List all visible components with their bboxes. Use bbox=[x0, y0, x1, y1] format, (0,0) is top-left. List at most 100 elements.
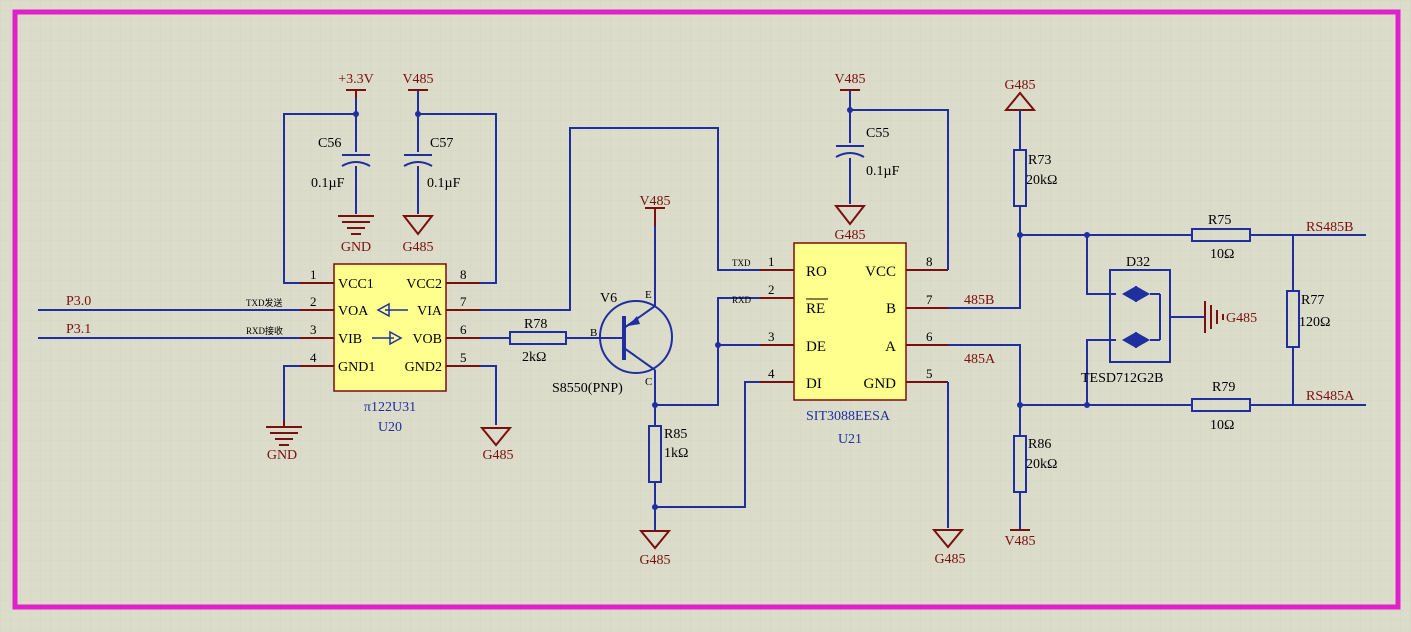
g485-u21-label: G485 bbox=[934, 552, 965, 567]
u21-pin3-num: 3 bbox=[768, 329, 775, 344]
sheet-border bbox=[12, 9, 1401, 610]
net-485a: 485A bbox=[964, 352, 996, 367]
u20-isolator[interactable]: 1 2 3 4 8 7 6 5 VCC1 VOA VIB GND1 VCC2 V… bbox=[300, 263, 480, 435]
port-p31: P3.1 bbox=[66, 322, 91, 337]
v6-value: S8550(PNP) bbox=[552, 381, 623, 396]
net-485b: 485B bbox=[964, 293, 994, 308]
power-v485-u21-label: V485 bbox=[834, 72, 865, 87]
u20-pin5-num: 5 bbox=[460, 350, 467, 365]
g485-u20-label: G485 bbox=[482, 448, 513, 463]
g485-r73-label: G485 bbox=[1004, 78, 1035, 93]
v6-e: E bbox=[645, 289, 652, 301]
r79-ref: R79 bbox=[1212, 380, 1235, 395]
u21-pin4-name: DI bbox=[806, 376, 822, 392]
resistor-r77[interactable] bbox=[1286, 290, 1300, 348]
u20-pin7-num: 7 bbox=[460, 294, 467, 309]
ground-c56-label: GND bbox=[341, 240, 371, 255]
g485-r85-label: G485 bbox=[639, 553, 670, 568]
u21-pin2-name: RE bbox=[806, 301, 825, 317]
c55-ref: C55 bbox=[866, 126, 889, 141]
c55-value: 0.1µF bbox=[866, 164, 900, 179]
u20-pin2-name: VOA bbox=[338, 304, 369, 319]
resistor-r73[interactable] bbox=[1013, 149, 1027, 207]
u20-pin6-num: 6 bbox=[460, 322, 467, 337]
g485-r85-icon bbox=[638, 530, 672, 550]
u20-pin5-name: GND2 bbox=[405, 360, 442, 375]
u20-arrow-left-icon bbox=[376, 302, 408, 318]
u21-txd-label: TXD bbox=[732, 258, 751, 268]
u21-pin6-num: 6 bbox=[926, 329, 933, 344]
u20-ref: U20 bbox=[378, 420, 402, 435]
g485-d32-label: G485 bbox=[1226, 311, 1257, 326]
ground-u20-icon bbox=[266, 420, 302, 446]
c57-value: 0.1µF bbox=[427, 176, 461, 191]
r75-value: 10Ω bbox=[1210, 247, 1234, 262]
r73-value: 20kΩ bbox=[1026, 173, 1057, 188]
u20-pin1-name: VCC1 bbox=[338, 277, 374, 292]
u21-pin7-num: 7 bbox=[926, 292, 933, 307]
u21-value: SIT3088EESA bbox=[806, 409, 891, 424]
g485-c55-icon bbox=[833, 205, 867, 226]
u20-rxd-label: RXD接收 bbox=[246, 325, 283, 336]
r86-value: 20kΩ bbox=[1026, 457, 1057, 472]
r85-ref: R85 bbox=[664, 427, 687, 442]
g485-c57-label: G485 bbox=[402, 240, 433, 255]
u20-pin4-name: GND1 bbox=[338, 360, 375, 375]
c56-value: 0.1µF bbox=[311, 176, 345, 191]
power-33v-icon bbox=[346, 89, 366, 98]
u21-pin3-name: DE bbox=[806, 339, 826, 355]
u21-pin8-name: VCC bbox=[865, 264, 896, 280]
g485-c57-icon bbox=[401, 215, 435, 236]
capacitor-c55[interactable] bbox=[835, 145, 865, 158]
capacitor-c57[interactable] bbox=[403, 154, 433, 167]
r75-ref: R75 bbox=[1208, 213, 1231, 228]
ground-d32-icon bbox=[1204, 301, 1224, 333]
r78-value: 2kΩ bbox=[522, 350, 546, 365]
d32-ref: D32 bbox=[1126, 255, 1150, 270]
r86-ref: R86 bbox=[1028, 437, 1051, 452]
net-rs485a: RS485A bbox=[1306, 389, 1355, 404]
u21-pin2-num: 2 bbox=[768, 282, 775, 297]
u20-pin1-num: 1 bbox=[310, 267, 317, 282]
d32-value: TESD712G2B bbox=[1081, 371, 1163, 386]
u21-rxd-label: RXD bbox=[732, 295, 752, 305]
power-33v-label: +3.3V bbox=[338, 72, 374, 87]
u20-txd-label: TXD发送 bbox=[246, 297, 283, 308]
u20-pin8-name: VCC2 bbox=[406, 277, 442, 292]
u21-pin5-num: 5 bbox=[926, 366, 933, 381]
u20-pin3-num: 3 bbox=[310, 322, 317, 337]
u20-value: π122U31 bbox=[364, 400, 416, 415]
net-rs485b: RS485B bbox=[1306, 220, 1353, 235]
u21-pin7-name: B bbox=[886, 301, 896, 317]
r77-value: 120Ω bbox=[1299, 315, 1330, 330]
r73-ref: R73 bbox=[1028, 153, 1051, 168]
u21-pin1-name: RO bbox=[806, 264, 827, 280]
u21-pin5-name: GND bbox=[864, 376, 897, 392]
u20-pin7-name: VIA bbox=[417, 304, 443, 319]
v6-b: B bbox=[590, 327, 597, 339]
c56-ref: C56 bbox=[318, 136, 341, 151]
u21-ref: U21 bbox=[838, 432, 862, 447]
transistor-v6[interactable] bbox=[599, 300, 673, 374]
u21-transceiver[interactable]: 1 2 3 4 8 7 6 5 RO RE DE DI VCC B A GND … bbox=[760, 242, 948, 447]
g485-u21-icon bbox=[931, 529, 965, 549]
r78-ref: R78 bbox=[524, 317, 547, 332]
u21-pin6-name: A bbox=[885, 339, 896, 355]
r77-ref: R77 bbox=[1301, 293, 1324, 308]
power-v485-u20-label: V485 bbox=[402, 72, 433, 87]
r85-value: 1kΩ bbox=[664, 446, 688, 461]
ground-u20-label: GND bbox=[267, 448, 297, 463]
power-v485-r86-label: V485 bbox=[1004, 534, 1035, 549]
power-v485-v6-label: V485 bbox=[639, 194, 670, 209]
v6-c: C bbox=[645, 376, 652, 388]
capacitor-c56[interactable] bbox=[341, 154, 371, 167]
c57-ref: C57 bbox=[430, 136, 453, 151]
v6-ref: V6 bbox=[600, 291, 617, 306]
g485-u20-icon bbox=[479, 427, 513, 447]
u20-pin4-num: 4 bbox=[310, 350, 317, 365]
u21-pin4-num: 4 bbox=[768, 366, 775, 381]
u21-pin8-num: 8 bbox=[926, 254, 933, 269]
g485-c55-label: G485 bbox=[834, 228, 865, 243]
u20-arrow-right-icon bbox=[372, 330, 403, 346]
